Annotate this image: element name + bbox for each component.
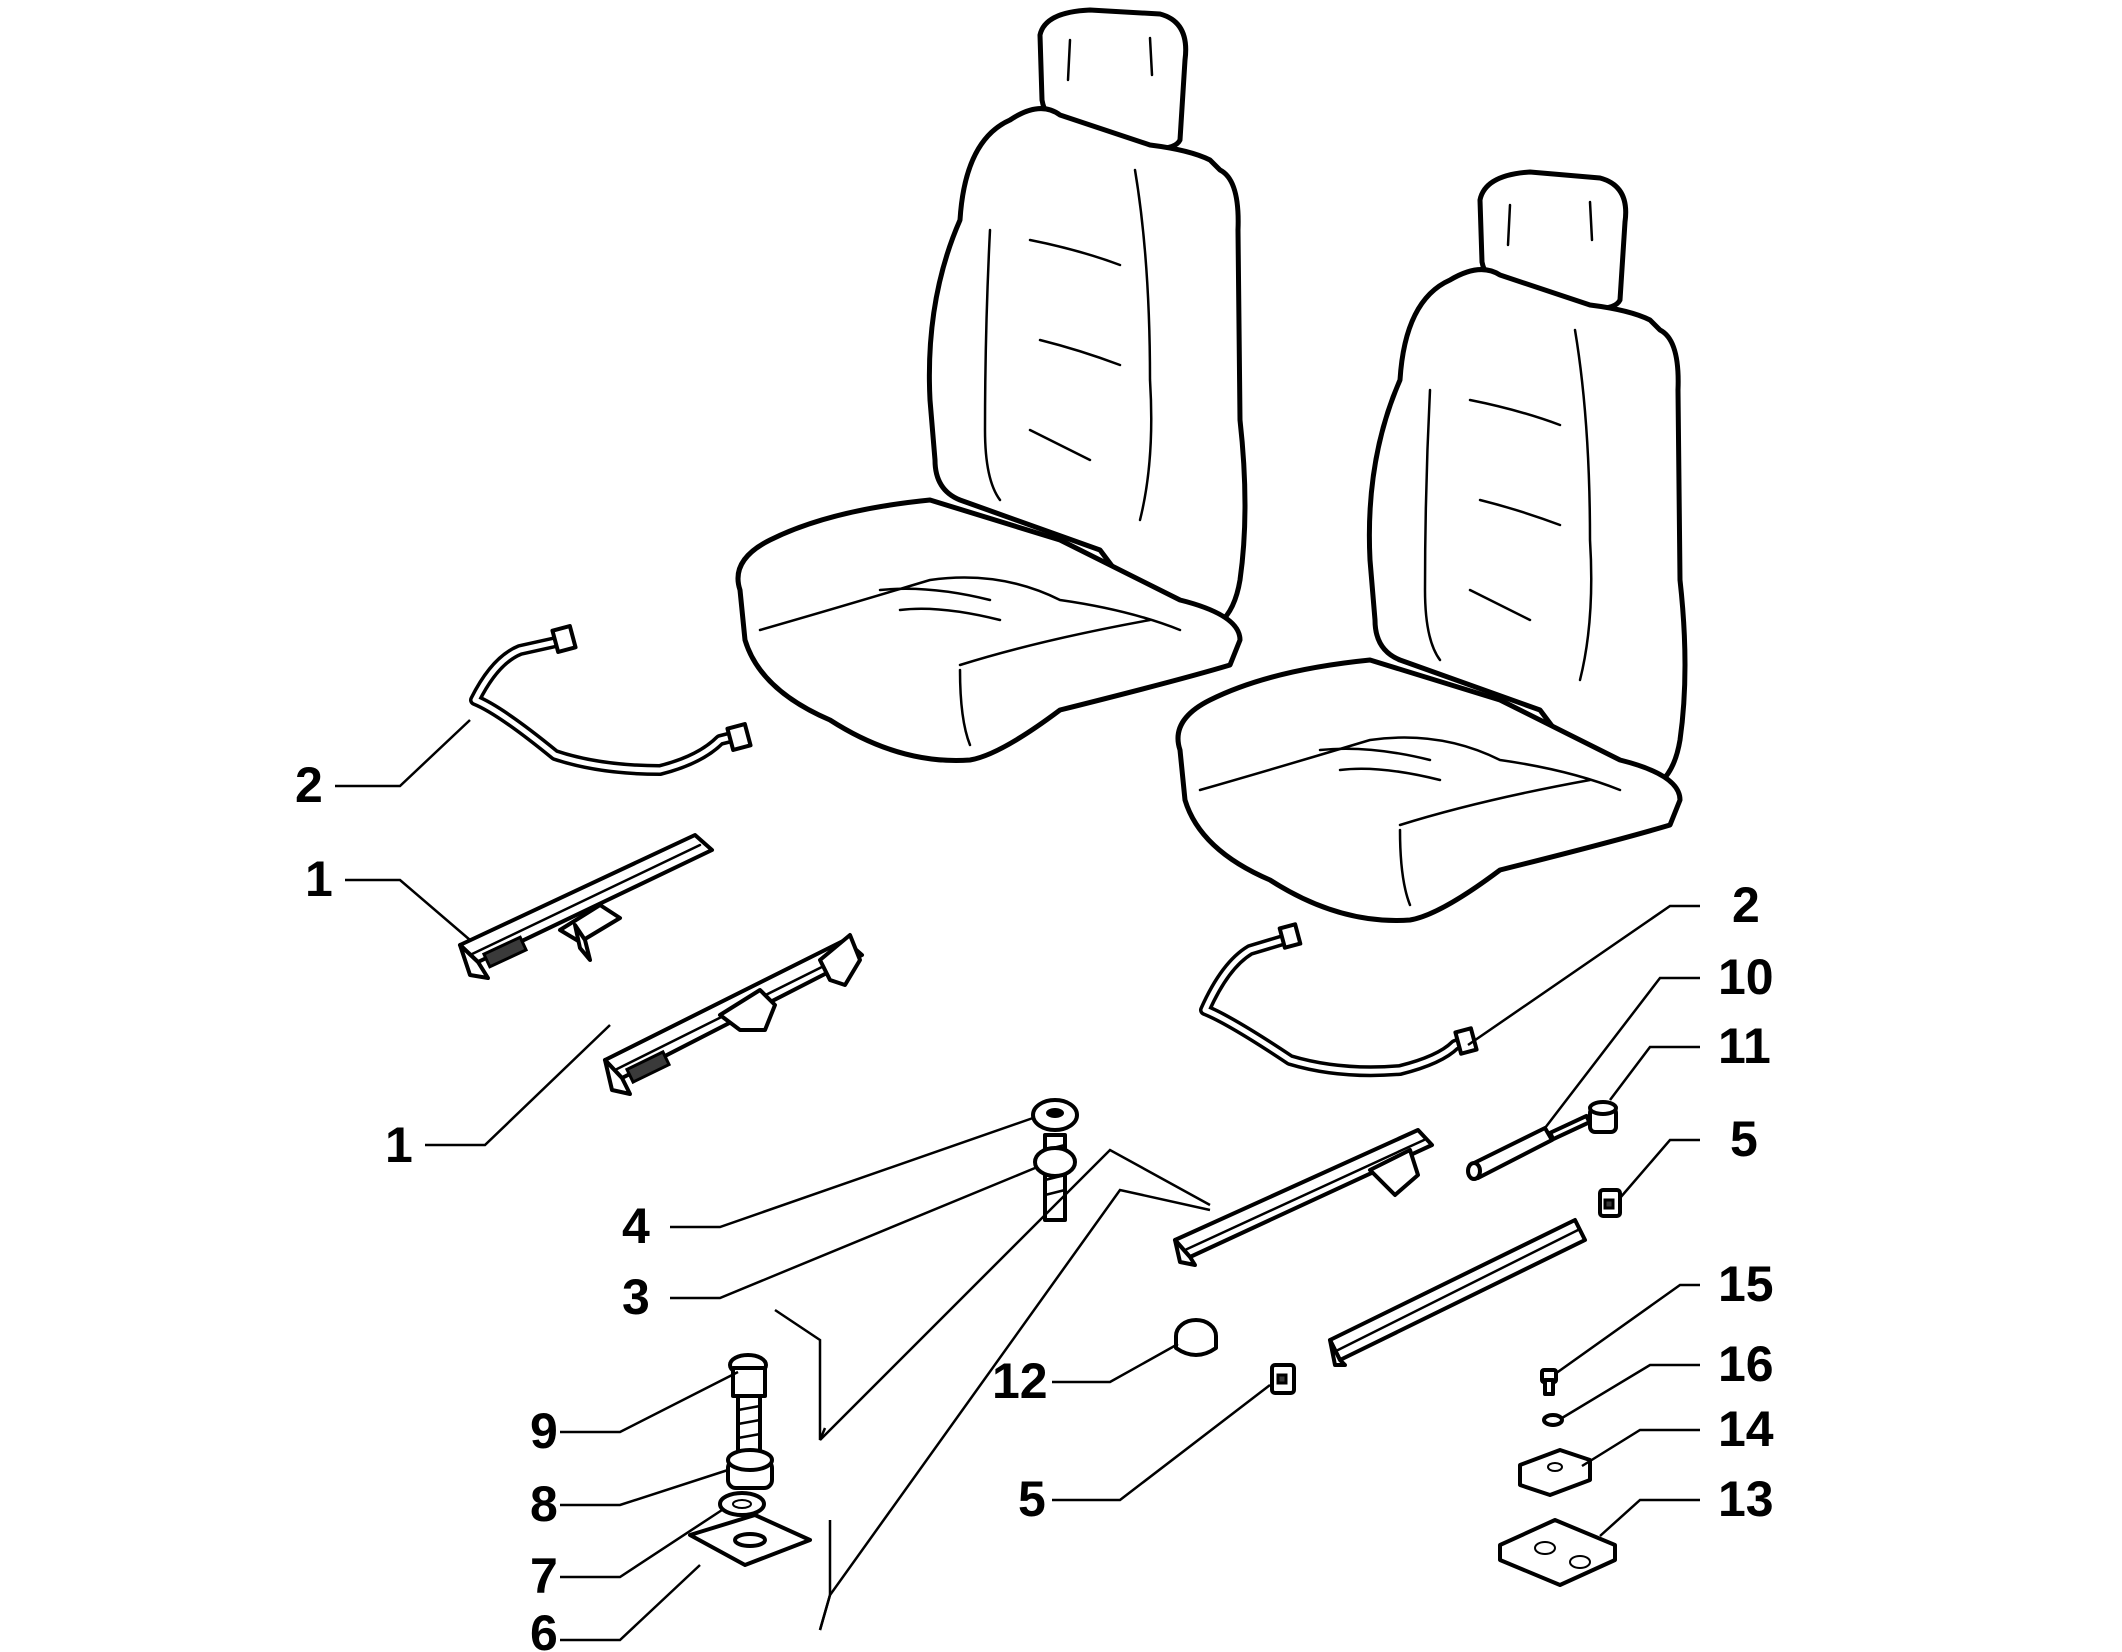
right-rail-upper (1173, 1128, 1434, 1267)
callout-13: 13 (1718, 1471, 1774, 1527)
callout-labels: 2 1 1 4 3 9 8 7 6 12 5 2 10 11 5 15 16 1… (295, 757, 1774, 1652)
plate-6 (688, 1513, 812, 1567)
callout-2-right: 2 (1732, 877, 1760, 933)
left-rail-upper (458, 833, 714, 980)
plate-13 (1498, 1518, 1617, 1587)
callout-12: 12 (992, 1353, 1048, 1409)
block-14 (1518, 1448, 1592, 1497)
washer-16 (1542, 1413, 1564, 1427)
spacer-8 (726, 1448, 774, 1490)
callout-4: 4 (622, 1198, 650, 1254)
callout-8: 8 (530, 1476, 558, 1532)
screw-15 (1540, 1368, 1558, 1396)
bracket-lines (774, 1148, 1211, 1631)
callout-2-left: 2 (295, 757, 323, 813)
bolt-nut-3-4 (1031, 1098, 1079, 1222)
callout-1-upper: 1 (305, 851, 333, 907)
bolt-9 (728, 1353, 768, 1453)
callout-5-left: 5 (1018, 1471, 1046, 1527)
washer-7 (718, 1491, 766, 1517)
clip-5-right (1598, 1188, 1622, 1218)
cap-12 (1174, 1318, 1218, 1357)
callout-9: 9 (530, 1403, 558, 1459)
leader-lines (335, 719, 1700, 1642)
gas-spring-10 (1466, 1113, 1592, 1181)
left-seat (735, 7, 1248, 763)
left-rail-lower (603, 933, 864, 1096)
callout-5-right: 5 (1730, 1111, 1758, 1167)
bushing-11 (1588, 1100, 1618, 1134)
clip-5-left (1270, 1363, 1296, 1395)
callout-15: 15 (1718, 1256, 1774, 1312)
callout-16: 16 (1718, 1336, 1774, 1392)
left-release-bar (469, 624, 753, 776)
callout-6: 6 (530, 1605, 558, 1652)
right-rail-lower (1328, 1218, 1587, 1367)
callout-11: 11 (1718, 1018, 1771, 1074)
callout-7: 7 (530, 1548, 558, 1604)
callout-3: 3 (622, 1269, 650, 1325)
right-release-bar (1199, 922, 1479, 1078)
callout-10: 10 (1718, 949, 1774, 1005)
callout-14: 14 (1718, 1401, 1774, 1457)
right-seat (1175, 169, 1688, 923)
callout-1-lower: 1 (385, 1117, 413, 1173)
